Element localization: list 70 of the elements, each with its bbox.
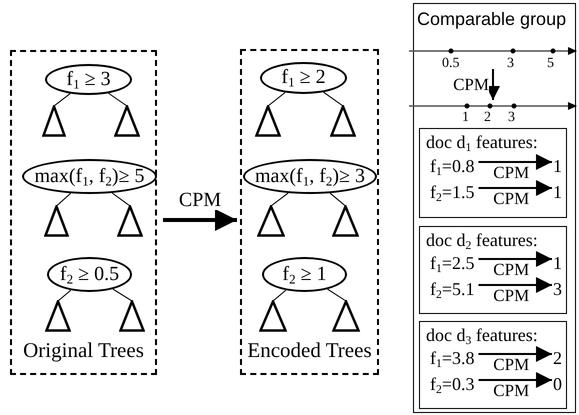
arrow — [478, 154, 552, 170]
arrow — [478, 277, 552, 293]
connector-line — [270, 192, 289, 206]
document-box — [419, 128, 567, 218]
encoded-value: 2 — [553, 348, 562, 368]
document-heading: doc d$_{3}$ features: — [426, 325, 538, 345]
subtree-triangle — [259, 300, 287, 332]
connector-line — [112, 288, 132, 302]
condition-ellipse: f$_{1}$ ≥ 3 — [45, 64, 132, 95]
number-line — [409, 45, 577, 57]
condition-ellipse: f$_{2}$ ≥ 1 — [262, 257, 347, 292]
encoded-value: 1 — [553, 253, 562, 273]
connector-line — [112, 192, 130, 206]
encoded-value: 1 — [553, 156, 562, 176]
subtree-triangle — [117, 205, 143, 237]
feature-value: f$_{2}$=5.1 — [430, 279, 474, 299]
connector-line — [330, 192, 346, 206]
connector-line — [54, 93, 71, 106]
condition-ellipse: max(f$_{1}$, f$_{2}$)≥ 3 — [243, 159, 377, 194]
feature-value: f$_{2}$=0.3 — [430, 374, 474, 394]
subtree-triangle — [257, 205, 285, 237]
arrow — [478, 251, 552, 267]
edge-label: CPM — [493, 287, 530, 304]
subtree-triangle — [255, 105, 281, 137]
panel-title: Comparable group — [417, 9, 566, 30]
edge-label: CPM — [493, 164, 530, 181]
edge-label: CPM — [493, 190, 530, 207]
dashed-group-box — [10, 50, 157, 375]
connector-line — [56, 192, 72, 206]
edge-label: CPM — [493, 261, 530, 278]
subtree-triangle — [332, 300, 360, 332]
connector-line — [272, 290, 286, 302]
document-heading: doc d$_{1}$ features: — [426, 132, 538, 152]
subtree-triangle — [44, 205, 69, 237]
subtree-triangle — [332, 205, 359, 237]
document-box — [419, 321, 567, 409]
connector-line — [58, 290, 72, 302]
feature-value: f$_{1}$=2.5 — [430, 253, 474, 273]
arrow — [163, 209, 237, 231]
encoded-value: 3 — [553, 279, 562, 299]
edge-label: CPM — [493, 356, 530, 373]
group-label: Encoded Trees — [247, 338, 372, 364]
arrow — [478, 180, 552, 196]
connector-line — [108, 92, 128, 106]
connector-line — [323, 92, 344, 106]
edge-label: CPM — [178, 190, 222, 210]
subtree-triangle — [330, 105, 356, 137]
connector-line — [327, 288, 346, 302]
edge-label: CPM — [493, 382, 530, 399]
condition-ellipse: f$_{2}$ ≥ 0.5 — [47, 257, 132, 292]
edge-label: CPM — [453, 76, 489, 93]
group-label: Original Trees — [23, 338, 144, 364]
feature-value: f$_{1}$=0.8 — [430, 156, 474, 176]
subtree-triangle — [114, 105, 140, 137]
encoded-value: 0 — [553, 374, 562, 394]
subtree-triangle — [42, 105, 66, 137]
connector-line — [268, 92, 286, 106]
arrow — [478, 372, 552, 388]
subtree-triangle — [45, 300, 71, 332]
encoded-value: 1 — [553, 182, 562, 202]
condition-ellipse: f$_{1}$ ≥ 2 — [260, 62, 347, 94]
document-heading: doc d$_{2}$ features: — [426, 230, 538, 250]
condition-ellipse: max(f$_{1}$, f$_{2}$)≥ 5 — [22, 159, 157, 194]
subtree-triangle — [119, 300, 145, 332]
arrow — [478, 346, 552, 362]
document-box — [419, 226, 567, 314]
dashed-group-box — [240, 49, 379, 375]
feature-value: f$_{2}$=1.5 — [430, 182, 474, 202]
number-line — [409, 100, 577, 112]
feature-value: f$_{1}$=3.8 — [430, 348, 474, 368]
